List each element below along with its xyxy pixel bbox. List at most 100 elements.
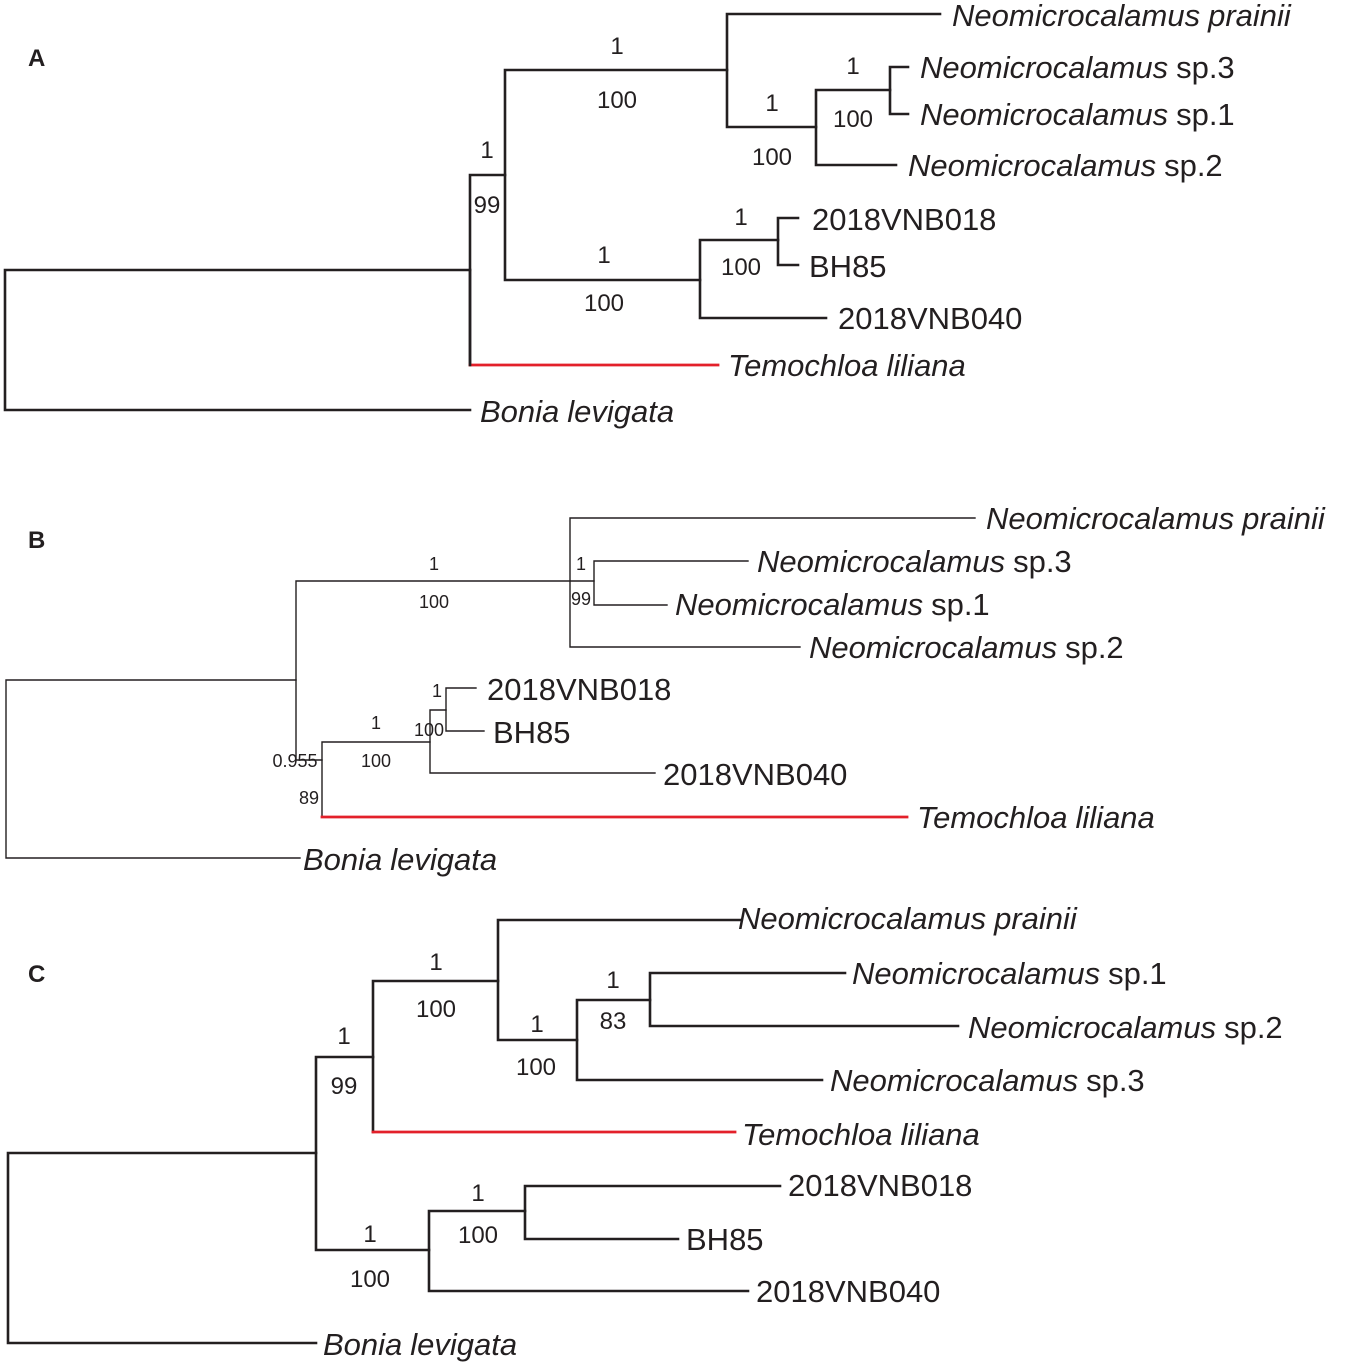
panel-a: A 1 99 1 100 1 100 1 100 1 100 1	[3, 0, 1292, 429]
panel-c: C 1 99 1 100 1 100 1 83 1 100 1 100	[6, 901, 1283, 1362]
branch	[503, 68, 729, 282]
branch	[6, 1151, 318, 1345]
support-bs: 100	[416, 996, 456, 1023]
branch	[776, 216, 800, 267]
tip-label: 2018VNB040	[756, 1274, 940, 1309]
tip-epithet: sp.3	[1086, 1063, 1145, 1098]
tip-epithet: sp.1	[931, 587, 990, 622]
tip-genus: Neomicrocalamus	[952, 0, 1200, 33]
tip-epithet: liliana	[887, 348, 966, 383]
branch	[3, 268, 472, 412]
support-bs: 100	[414, 720, 444, 740]
tip-genus: Neomicrocalamus	[986, 501, 1234, 536]
tip-epithet: prainii	[993, 901, 1078, 936]
support-bs: 100	[597, 87, 637, 114]
support-bs: 100	[752, 144, 792, 171]
tip-label: BH85	[809, 249, 887, 284]
support-bs: 100	[584, 290, 624, 317]
support-bs: 100	[833, 106, 873, 133]
support-bs: 100	[458, 1222, 498, 1249]
tip-epithet: levigata	[390, 842, 497, 877]
tip-genus: Neomicrocalamus	[757, 544, 1005, 579]
tree-branches	[6, 918, 960, 1345]
support-pp: 1	[471, 1180, 484, 1207]
support-pp: 1	[610, 33, 623, 60]
tip-genus: Bonia	[323, 1327, 402, 1362]
branch	[569, 517, 976, 648]
branch	[445, 687, 485, 732]
support-pp: 1	[363, 1221, 376, 1248]
panel-label: C	[28, 961, 45, 988]
branch	[814, 88, 898, 167]
tip-genus: Temochloa	[917, 800, 1068, 835]
tip-genus: Neomicrocalamus	[920, 97, 1168, 132]
branch	[648, 971, 960, 1028]
tree-branches	[3, 12, 942, 412]
support-bs: 83	[600, 1008, 627, 1035]
support-pp: 1	[432, 681, 442, 701]
support-bs: 100	[419, 592, 449, 612]
branch	[575, 998, 824, 1082]
support-bs: 100	[516, 1054, 556, 1081]
tip-epithet: liliana	[901, 1117, 980, 1152]
tip-genus: Neomicrocalamus	[830, 1063, 1078, 1098]
panel-label: A	[28, 45, 45, 72]
panel-b: B 1 100 1 99 1 100 1 100 0.955 89 Neomic…	[5, 501, 1326, 877]
tip-label: BH85	[493, 715, 571, 750]
support-pp: 1	[597, 242, 610, 269]
tip-epithet: sp.3	[1176, 50, 1235, 85]
branch	[429, 709, 656, 774]
support-pp: 1	[429, 554, 439, 574]
tip-genus: Neomicrocalamus	[675, 587, 923, 622]
tip-genus: Neomicrocalamus	[908, 148, 1156, 183]
support-bs: 100	[361, 751, 391, 771]
support-bs: 99	[474, 192, 501, 219]
tip-genus: Bonia	[480, 394, 559, 429]
tip-epithet: sp.1	[1176, 97, 1235, 132]
tip-label: BH85	[686, 1222, 764, 1257]
tip-genus: Neomicrocalamus	[920, 50, 1168, 85]
tip-genus: Neomicrocalamus	[968, 1010, 1216, 1045]
support-bs: 100	[350, 1266, 390, 1293]
branch	[321, 741, 431, 818]
support-bs: 100	[721, 254, 761, 281]
tip-label: 2018VNB040	[838, 301, 1022, 336]
support-pp: 1	[765, 90, 778, 117]
support-bs: 89	[299, 788, 319, 808]
support-pp: 1	[480, 137, 493, 164]
support-pp: 1	[337, 1023, 350, 1050]
support-values: 1 100 1 99 1 100 1 100 0.955 89	[272, 554, 591, 808]
branch	[523, 1184, 782, 1241]
branch	[593, 560, 749, 606]
tip-label: 2018VNB018	[487, 672, 671, 707]
branch	[888, 65, 910, 116]
tip-epithet: prainii	[1207, 0, 1292, 33]
tip-genus: Temochloa	[742, 1117, 893, 1152]
tip-epithet: levigata	[567, 394, 674, 429]
branch	[698, 238, 828, 320]
support-bs: 99	[331, 1073, 358, 1100]
tip-genus: Neomicrocalamus	[852, 956, 1100, 991]
support-pp: 1	[576, 554, 586, 574]
support-pp: 1	[530, 1011, 543, 1038]
support-pp: 0.955	[272, 751, 317, 771]
tip-label: 2018VNB018	[788, 1168, 972, 1203]
tip-epithet: sp.2	[1065, 630, 1124, 665]
tip-label: 2018VNB018	[812, 202, 996, 237]
